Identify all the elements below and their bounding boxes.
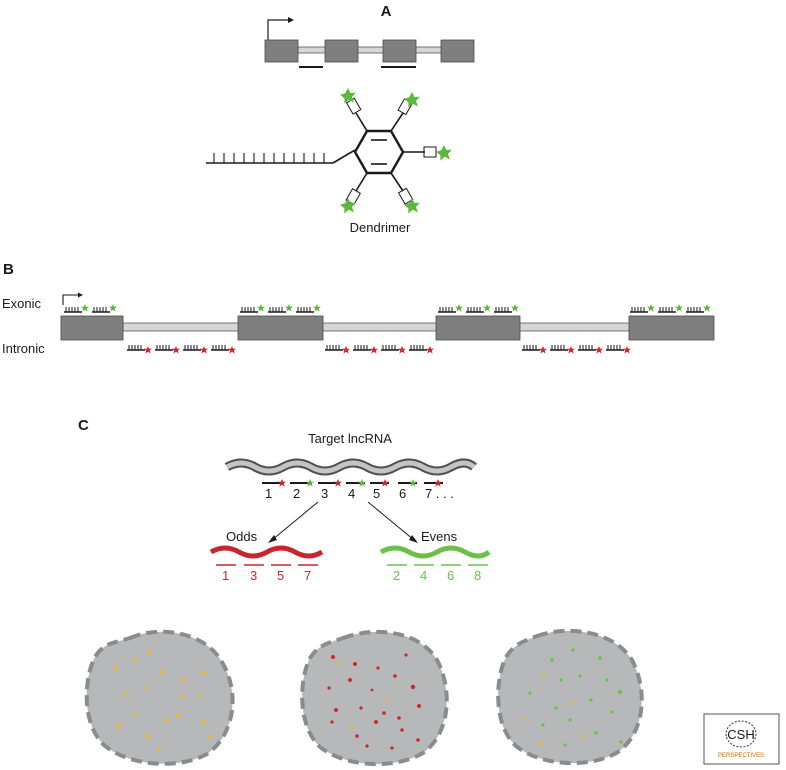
logo-subtext: PERSPECTIVES [718, 753, 764, 759]
evens-number: 6 [447, 568, 454, 583]
red-dots [327, 653, 421, 750]
logo-text: CSH [727, 727, 754, 742]
probe-number: 1 [265, 486, 272, 501]
evens-label: Evens [421, 529, 458, 544]
intron [355, 46, 385, 54]
odds-strand [209, 545, 324, 559]
evens-number: 8 [474, 568, 481, 583]
probe-number: 2 [293, 486, 300, 501]
dendrimer-label: Dendrimer [350, 220, 411, 235]
exonic-label: Exonic [2, 296, 42, 311]
intron [297, 46, 327, 54]
arrow-icon [271, 501, 319, 541]
evens-strand [379, 545, 491, 559]
cell-outline [496, 628, 644, 766]
green-dots [528, 648, 623, 747]
exon [440, 39, 475, 63]
tss-arrow-icon [267, 17, 294, 40]
yellow-dots [114, 650, 212, 752]
exon [435, 315, 521, 341]
odds-number: 3 [250, 568, 257, 583]
exon [324, 39, 359, 63]
cell-outline [84, 629, 235, 766]
cell-outline [300, 629, 449, 767]
exon [60, 315, 124, 341]
intron [321, 322, 438, 332]
cell-icon [84, 629, 235, 766]
probe-number: 5 [373, 486, 380, 501]
probe-number: 3 [321, 486, 328, 501]
dendrimer [206, 88, 452, 214]
tiled-probes [262, 479, 443, 487]
probe-numbers: 1 2 3 4 5 6 7 . . . [265, 486, 454, 501]
lncrna-strand-inner [225, 460, 476, 474]
intron [413, 46, 443, 54]
gene-model-a [264, 39, 475, 68]
panel-b: B Exonic Intronic [2, 261, 715, 356]
star-icon [340, 88, 356, 104]
logo-icon: CSH PERSPECTIVES [703, 713, 780, 765]
odds-label: Odds [226, 529, 258, 544]
star-icon [404, 198, 420, 214]
target-lncrna-label: Target lncRNA [308, 431, 392, 446]
cell-icon [300, 629, 449, 767]
intron [122, 322, 240, 332]
exon [237, 315, 324, 341]
evens-number: 2 [393, 568, 400, 583]
intron [518, 322, 631, 332]
arrow-icon [367, 501, 415, 541]
cell-icon [496, 628, 644, 766]
probe-number: 6 [399, 486, 406, 501]
exon [628, 315, 715, 341]
probe-number: 4 [348, 486, 355, 501]
exon [382, 39, 417, 63]
panel-a: A [206, 3, 475, 235]
intronic-label: Intronic [2, 341, 45, 356]
star-icon [404, 92, 420, 108]
star-icon [436, 145, 452, 161]
odds-number: 7 [304, 568, 311, 583]
exon [264, 39, 299, 63]
probe-number: 7 . . . [425, 486, 454, 501]
odds-number: 1 [222, 568, 229, 583]
panel-c: C Target lncRNA 1 2 3 4 5 6 7 . . . [78, 417, 644, 767]
odds-number: 5 [277, 568, 284, 583]
evens-number: 4 [420, 568, 427, 583]
exonic-probes [63, 304, 711, 313]
panel-c-letter: C [78, 417, 89, 434]
intronic-probes [126, 344, 631, 354]
panel-a-letter: A [381, 3, 392, 20]
tss-arrow-icon [62, 292, 83, 305]
split-arrows [268, 501, 418, 543]
star-icon [340, 198, 356, 214]
panel-b-letter: B [3, 261, 14, 278]
